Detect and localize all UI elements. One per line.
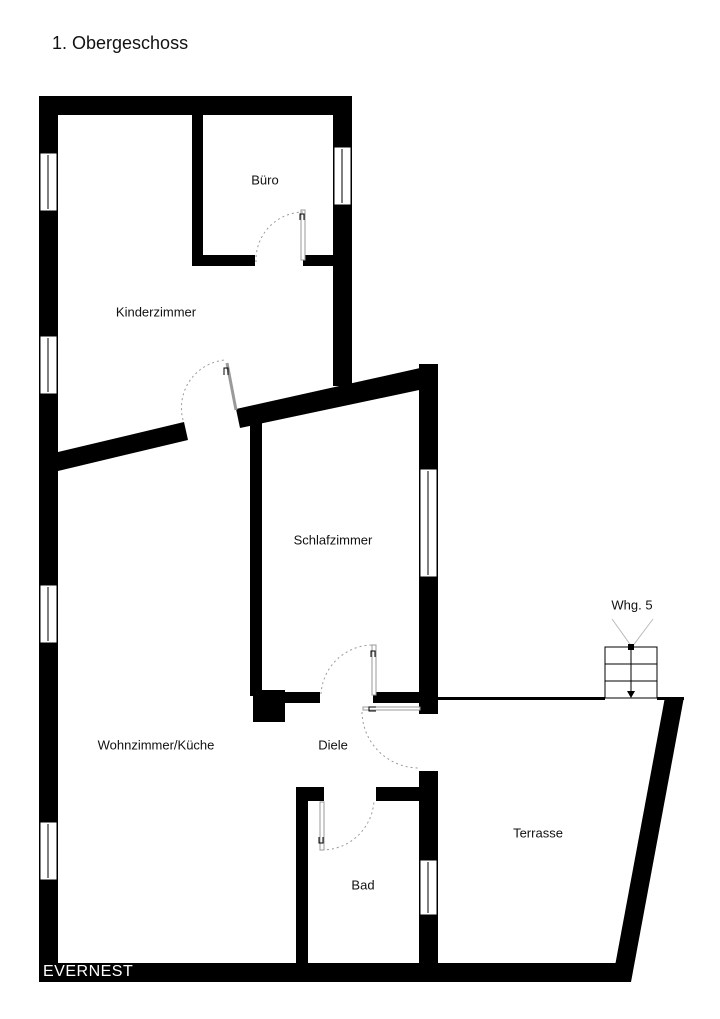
room-label-kinderzimmer: Kinderzimmer [115,304,197,320]
door-entrance [361,706,421,769]
windows [39,146,438,916]
room-label-wohnzimmer-kueche: Wohnzimmer/Küche [97,737,215,753]
stair-down-arrow-icon [627,691,635,698]
stair-whg5 [604,618,658,699]
room-label-diele: Diele [318,737,348,753]
door-schlafzimmer [320,644,377,696]
brand-logo: EVERNEST [43,963,134,980]
stair-label: Whg. 5 [611,597,653,613]
door-bad [319,799,375,851]
doors [180,209,421,851]
floor-title: 1. Obergeschoss [52,33,189,53]
door-buero [255,209,306,263]
room-label-terrasse: Terrasse [513,825,563,841]
room-label-bad: Bad [351,877,375,893]
room-label-buero: Büro [251,172,279,188]
room-label-schlafzimmer: Schlafzimmer [293,532,373,548]
door-handles [223,213,376,844]
